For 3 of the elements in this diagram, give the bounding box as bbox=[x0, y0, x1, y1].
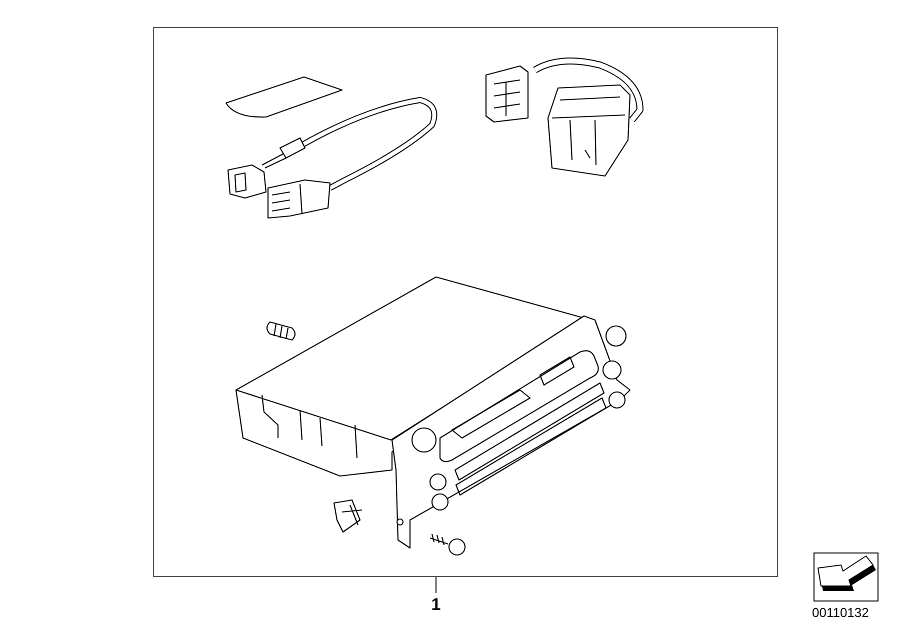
drawing-number: 00110132 bbox=[812, 605, 869, 620]
frame-border bbox=[153, 27, 778, 577]
callout-number: 1 bbox=[430, 595, 442, 615]
